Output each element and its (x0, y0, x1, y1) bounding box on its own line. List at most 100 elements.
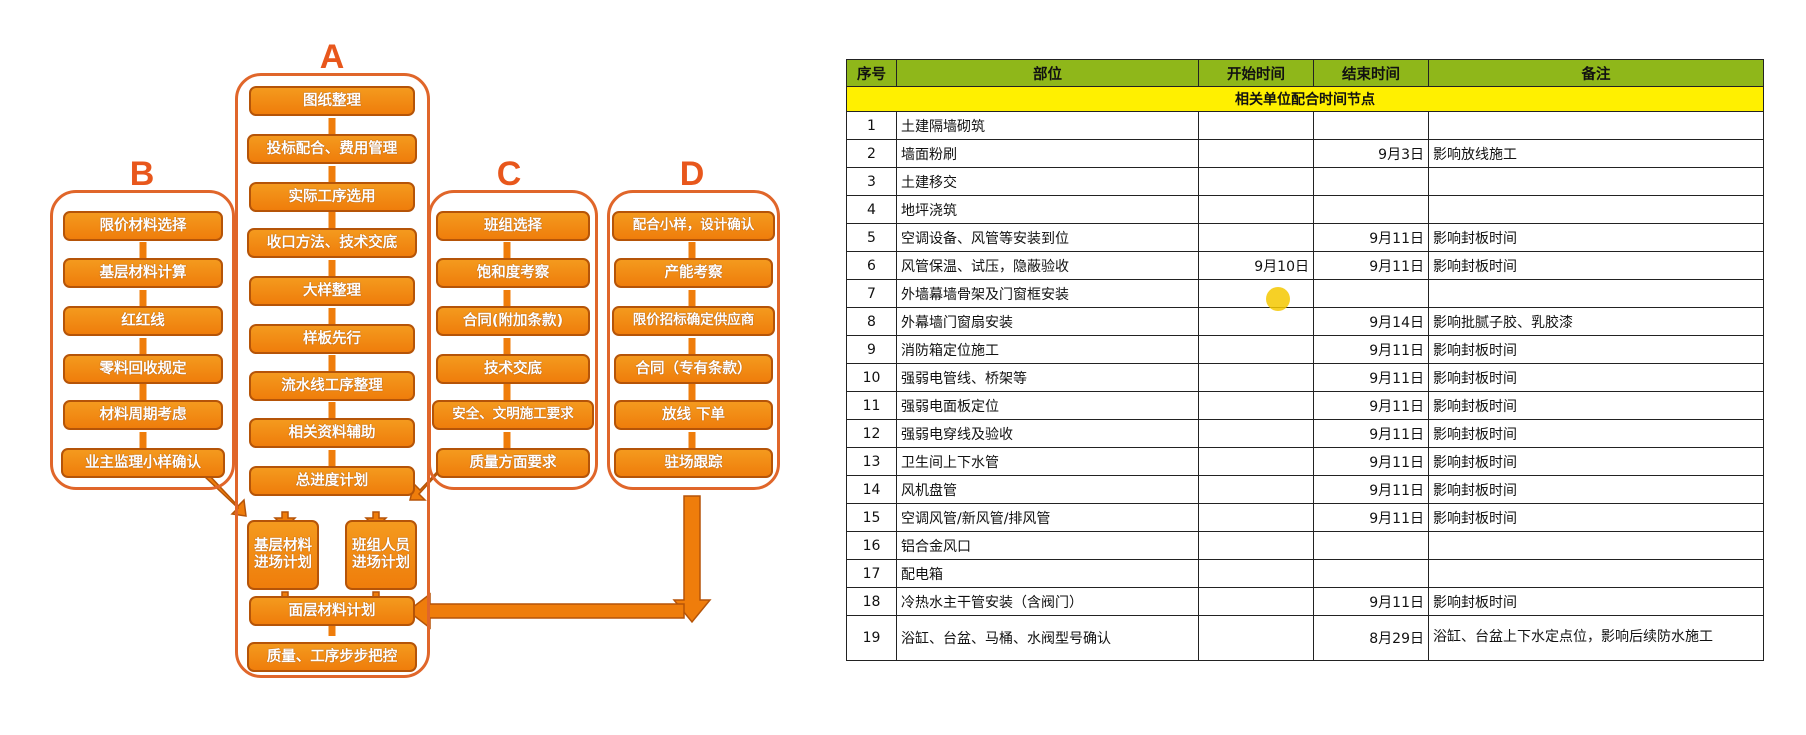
cell-no: 16 (846, 531, 897, 560)
a-step-2: 投标配合、费用管理 (247, 134, 417, 164)
cell-end: 9月11日 (1313, 363, 1429, 392)
d-step-4: 合同（专有条款） (614, 354, 773, 384)
cell-no: 5 (846, 223, 897, 252)
cell-start (1198, 167, 1314, 196)
cell-start (1198, 363, 1314, 392)
cell-part: 外幕墙门窗扇安装 (896, 307, 1199, 336)
cell-note: 影响封板时间 (1428, 335, 1764, 364)
b-step-2: 基层材料计算 (63, 258, 223, 288)
cell-start (1198, 531, 1314, 560)
cell-end: 9月11日 (1313, 251, 1429, 280)
cell-start (1198, 419, 1314, 448)
cell-note (1428, 531, 1764, 560)
cell-part: 空调设备、风管等安装到位 (896, 223, 1199, 252)
cell-part: 浴缸、台盆、马桶、水阀型号确认 (896, 615, 1199, 661)
cell-no: 1 (846, 111, 897, 140)
cell-no: 3 (846, 167, 897, 196)
cell-end: 9月11日 (1313, 475, 1429, 504)
table-header-row: 序号 部位 开始时间 结束时间 备注 (846, 59, 1764, 87)
cell-end: 9月11日 (1313, 335, 1429, 364)
cell-start (1198, 307, 1314, 336)
c-step-5: 安全、文明施工要求 (432, 400, 594, 430)
a-tail-left: 基层材料进场计划 (247, 520, 319, 590)
cell-start (1198, 615, 1314, 661)
cell-end (1313, 111, 1429, 140)
a-step-4: 收口方法、技术交底 (247, 228, 417, 258)
cell-start (1198, 587, 1314, 616)
cell-no: 12 (846, 419, 897, 448)
cell-note: 影响封板时间 (1428, 363, 1764, 392)
a-material-plan: 面层材料计划 (249, 596, 415, 626)
cell-note: 影响封板时间 (1428, 475, 1764, 504)
cell-start (1198, 279, 1314, 308)
a-step-8: 相关资料辅助 (249, 418, 415, 448)
cell-no: 18 (846, 587, 897, 616)
cell-part: 强弱电管线、桥架等 (896, 363, 1199, 392)
cell-end: 8月29日 (1313, 615, 1429, 661)
group-c-letter: C (496, 155, 522, 193)
cell-part: 强弱电面板定位 (896, 391, 1199, 420)
cell-start (1198, 447, 1314, 476)
cell-no: 8 (846, 307, 897, 336)
header-part: 部位 (896, 59, 1199, 87)
cell-no: 7 (846, 279, 897, 308)
d-step-1: 配合小样，设计确认 (612, 211, 775, 241)
cell-start (1198, 559, 1314, 588)
cell-no: 15 (846, 503, 897, 532)
cell-start (1198, 111, 1314, 140)
cell-start (1198, 223, 1314, 252)
cell-note: 影响批腻子胶、乳胶漆 (1428, 307, 1764, 336)
cell-end: 9月11日 (1313, 503, 1429, 532)
a-tail-right: 班组人员进场计划 (345, 520, 417, 590)
cell-part: 卫生间上下水管 (896, 447, 1199, 476)
header-note: 备注 (1428, 59, 1764, 87)
cell-end (1313, 279, 1429, 308)
table-subheader-row: 相关单位配合时间节点 (846, 86, 1764, 112)
cell-end: 9月11日 (1313, 223, 1429, 252)
a-step-5: 大样整理 (249, 276, 415, 306)
cell-part: 土建移交 (896, 167, 1199, 196)
group-b-frame (50, 190, 235, 490)
group-d-letter: D (679, 155, 705, 193)
c-step-4: 技术交底 (436, 354, 590, 384)
cell-end: 9月11日 (1313, 391, 1429, 420)
cell-note: 影响放线施工 (1428, 139, 1764, 168)
header-start: 开始时间 (1198, 59, 1314, 87)
table-subheader: 相关单位配合时间节点 (846, 86, 1764, 112)
cell-part: 风机盘管 (896, 475, 1199, 504)
cell-start (1198, 139, 1314, 168)
cell-note: 浴缸、台盆上下水定点位，影响后续防水施工 (1428, 615, 1764, 661)
b-step-3: 红红线 (63, 306, 223, 336)
cell-note: 影响封板时间 (1428, 223, 1764, 252)
cell-part: 配电箱 (896, 559, 1199, 588)
process-flowchart: A 图纸整理 投标配合、费用管理 实际工序选用 收口方法、技术交底 大样整理 样… (0, 0, 820, 735)
cell-no: 11 (846, 391, 897, 420)
cell-part: 强弱电穿线及验收 (896, 419, 1199, 448)
cell-start (1198, 335, 1314, 364)
group-a-letter: A (319, 38, 345, 76)
cell-note: 影响封板时间 (1428, 503, 1764, 532)
a-step-9: 总进度计划 (249, 466, 415, 496)
c-step-2: 饱和度考察 (436, 258, 590, 288)
cursor-highlight (1266, 287, 1290, 311)
d-step-2: 产能考察 (614, 258, 773, 288)
c-step-6: 质量方面要求 (436, 448, 590, 478)
a-step-3: 实际工序选用 (249, 182, 415, 212)
cell-end (1313, 531, 1429, 560)
cell-note: 影响封板时间 (1428, 447, 1764, 476)
